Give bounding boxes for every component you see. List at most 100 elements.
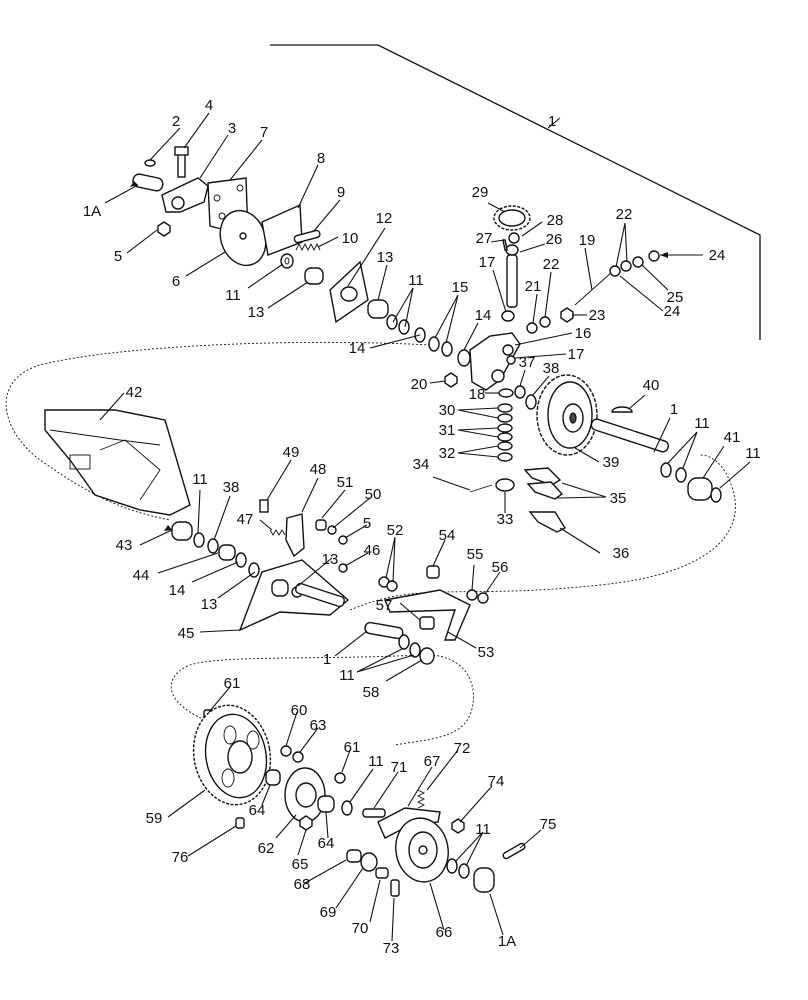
callout-label: 24 <box>709 247 726 264</box>
callout-label: 9 <box>337 184 345 201</box>
callout-label: 11 <box>745 445 761 462</box>
callout-label: 34 <box>413 456 430 473</box>
callout-label: 12 <box>376 210 393 227</box>
callout-label: 41 <box>724 429 741 446</box>
callout-label: 13 <box>201 596 218 613</box>
callout-label: 76 <box>172 849 189 866</box>
callout-label: 48 <box>310 461 327 478</box>
callout-label: 10 <box>342 230 359 247</box>
callout-label: 1A <box>498 933 516 950</box>
callout-label: 17 <box>568 346 585 363</box>
callout-label: 62 <box>258 840 275 857</box>
callout-label: 1 <box>670 401 678 418</box>
callout-label: 65 <box>292 856 309 873</box>
callout-label: 24 <box>664 303 681 320</box>
callout-label: 25 <box>667 289 684 306</box>
callout-label: 64 <box>318 835 335 852</box>
callout-label: 49 <box>283 444 300 461</box>
callout-label: 32 <box>439 445 456 462</box>
callout-label: 16 <box>575 325 592 342</box>
callout-label: 69 <box>320 904 337 921</box>
callout-label: 68 <box>294 876 311 893</box>
callout-label: 51 <box>337 474 354 491</box>
callout-label: 33 <box>497 511 514 528</box>
callout-label: 66 <box>436 924 453 941</box>
callout-label: 71 <box>391 759 408 776</box>
callout-label: 6 <box>172 273 180 290</box>
parts-top-left <box>132 146 471 367</box>
callout-label: 37 <box>519 354 536 371</box>
callout-label: 39 <box>603 454 620 471</box>
callout-label: 5 <box>363 515 371 532</box>
callout-label: 55 <box>467 546 484 563</box>
callout-label: 44 <box>133 567 150 584</box>
callout-label: 35 <box>610 490 627 507</box>
callout-label: 28 <box>547 212 564 229</box>
callout-label: 60 <box>291 702 308 719</box>
callout-label: 59 <box>146 810 163 827</box>
callout-labels: 2 4 3 7 1A 8 9 10 5 6 11 13 12 13 11 1 2… <box>83 97 761 957</box>
callout-label: 47 <box>237 511 254 528</box>
callout-label: 15 <box>452 279 469 296</box>
callout-label: 57 <box>376 597 393 614</box>
callout-label: 67 <box>424 753 441 770</box>
callout-label: 1 <box>548 113 556 130</box>
callout-label: 23 <box>589 307 606 324</box>
callout-label: 64 <box>249 802 266 819</box>
callout-label: 21 <box>525 278 542 295</box>
callout-label: 19 <box>579 232 596 249</box>
callout-label: 7 <box>260 124 268 141</box>
callout-label: 22 <box>616 206 633 223</box>
parts-middle <box>44 409 489 665</box>
parts-top-right <box>444 205 722 533</box>
callout-label: 3 <box>228 120 236 137</box>
callout-label: 4 <box>205 97 213 114</box>
callout-label: 26 <box>546 231 563 248</box>
leader-lines <box>99 112 751 942</box>
callout-label: 38 <box>223 479 240 496</box>
callout-label: 53 <box>478 644 495 661</box>
callout-label: 30 <box>439 402 456 419</box>
callout-label: 5 <box>114 248 122 265</box>
callout-label: 13 <box>248 304 265 321</box>
callout-label: 43 <box>116 537 133 554</box>
callout-label: 52 <box>387 522 404 539</box>
callout-label: 13 <box>322 551 339 568</box>
callout-label: 11 <box>225 287 241 304</box>
callout-label: 22 <box>543 256 560 273</box>
connection-loops <box>5 341 736 746</box>
callout-label: 40 <box>643 377 660 394</box>
callout-label: 11 <box>408 272 424 289</box>
callout-label: 11 <box>694 415 710 432</box>
callout-label: 73 <box>383 940 400 957</box>
callout-label: 14 <box>169 582 186 599</box>
parts-bottom <box>192 704 526 897</box>
callout-label: 54 <box>439 527 456 544</box>
callout-label: 29 <box>472 184 489 201</box>
callout-label: 50 <box>365 486 382 503</box>
callout-label: 36 <box>613 545 630 562</box>
assembly-bracket <box>270 44 761 340</box>
callout-label: 31 <box>439 422 456 439</box>
callout-label: 18 <box>469 386 486 403</box>
callout-label: 14 <box>349 340 366 357</box>
callout-label: 58 <box>363 684 380 701</box>
callout-label: 46 <box>364 542 381 559</box>
callout-label: 11 <box>475 821 491 838</box>
callout-label: 72 <box>454 740 471 757</box>
callout-label: 27 <box>476 230 493 247</box>
callout-label: 45 <box>178 625 195 642</box>
callout-label: 14 <box>475 307 492 324</box>
callout-label: 2 <box>172 113 180 130</box>
callout-label: 17 <box>479 254 496 271</box>
callout-label: 42 <box>126 384 143 401</box>
callout-label: 61 <box>344 739 361 756</box>
callout-label: 11 <box>339 667 355 684</box>
callout-label: 38 <box>543 360 560 377</box>
callout-label: 74 <box>488 773 505 790</box>
callout-label: 13 <box>377 249 394 266</box>
callout-label: 63 <box>310 717 327 734</box>
callout-label: 11 <box>368 753 384 770</box>
callout-label: 8 <box>317 150 325 167</box>
